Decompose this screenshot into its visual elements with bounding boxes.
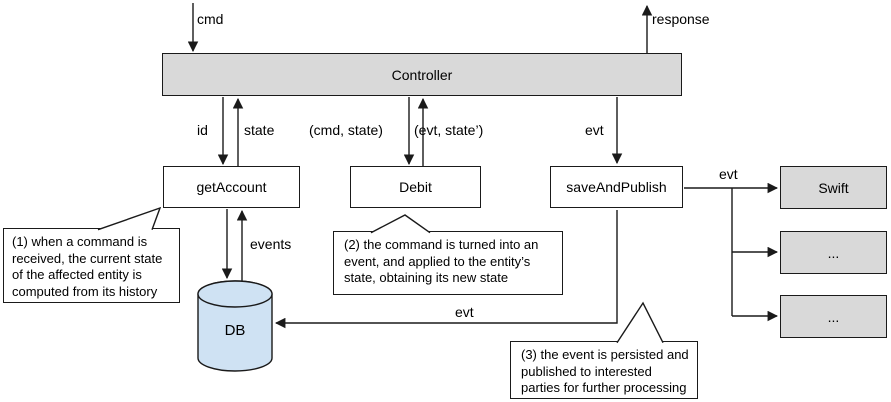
node-get-account-label: getAccount [196,179,267,195]
callout-note-1: (1) when a command is received, the curr… [3,228,180,303]
node-subscriber-3: ... [780,295,887,338]
node-debit-label: Debit [399,179,432,195]
edge-label-state: state [244,122,275,138]
node-controller-label: Controller [391,66,453,83]
edge-label-evt-swift: evt [719,166,738,182]
callout-1-pointer [97,206,162,231]
node-save-and-publish: saveAndPublish [550,166,683,208]
node-controller: Controller [162,53,682,96]
node-swift: Swift [780,166,887,209]
edge-label-evt-state: (evt, state’) [414,122,484,138]
edge-label-cmd-state: (cmd, state) [309,122,383,138]
edge-label-events: events [250,236,292,252]
edge-label-id: id [197,122,208,138]
edge-label-evt-db: evt [455,304,474,320]
node-save-and-publish-label: saveAndPublish [566,179,667,195]
callout-note-2: (2) the command is turned into an event,… [333,231,563,295]
node-get-account: getAccount [163,166,300,208]
edge-label-evt-save: evt [585,122,604,138]
edge-label-cmd: cmd [197,11,224,27]
node-subscriber-2-label: ... [827,244,840,261]
callout-3-pointer [616,301,664,344]
node-db-label: DB [224,322,246,339]
node-swift-label: Swift [818,179,849,196]
node-debit: Debit [350,166,481,208]
callout-note-3: (3) the event is persisted and published… [510,341,698,399]
node-subscriber-2: ... [780,231,887,274]
edge-label-response: response [652,11,710,27]
node-subscriber-3-label: ... [827,308,840,325]
